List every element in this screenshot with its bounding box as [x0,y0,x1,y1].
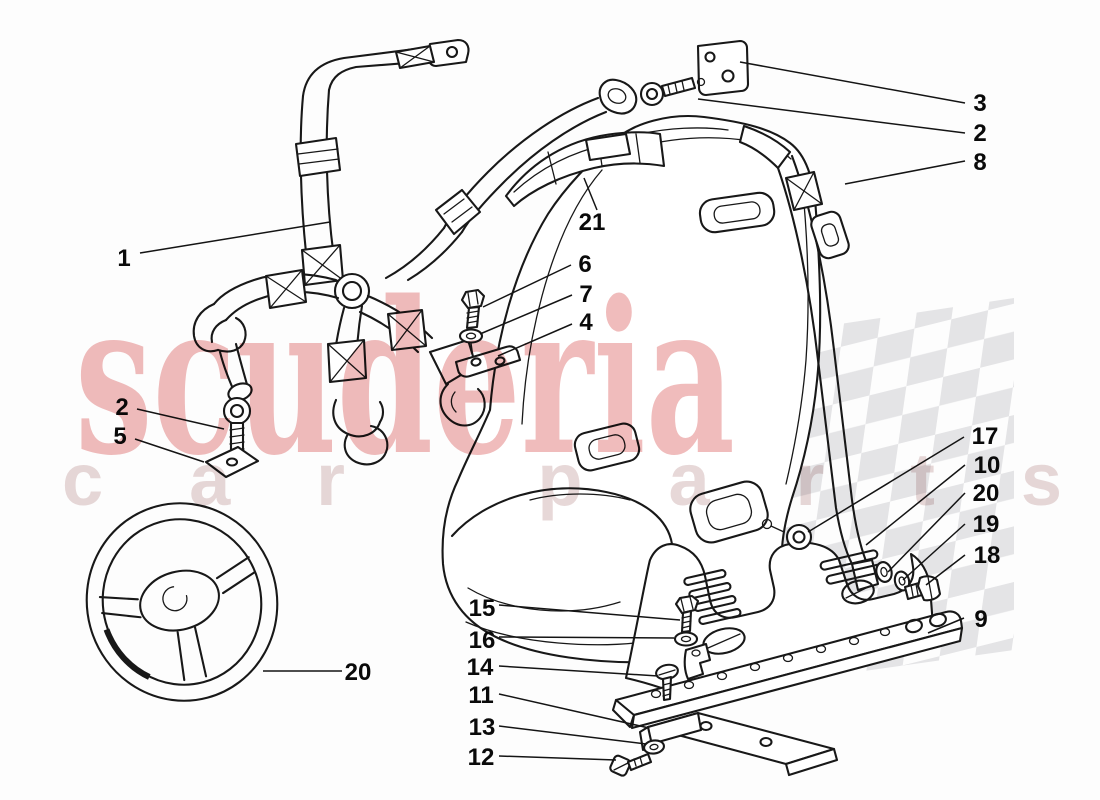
callout-9[interactable]: 9 [974,606,987,633]
callout-5[interactable]: 5 [113,423,126,450]
bolt-15 [674,594,700,634]
callout-1[interactable]: 1 [117,245,130,272]
leader-line-17 [807,436,965,533]
leader-line-12 [498,755,617,761]
seat-shoulder-slot [698,191,776,234]
leader-line-19 [902,523,966,581]
callout-11[interactable]: 11 [468,682,493,709]
callout-17[interactable]: 17 [972,423,999,450]
callout-12[interactable]: 12 [468,744,495,771]
leader-line-9 [927,617,965,634]
leader-line-15 [498,604,681,621]
seat-right-slot [689,480,769,544]
leader-line-14 [498,665,659,677]
leader-line-2 [136,408,225,430]
callout-13[interactable]: 13 [469,714,496,741]
watermark-line2: car parts [62,438,1062,521]
washer-19 [893,570,911,592]
angle-bracket-11 [638,711,839,777]
callout-21[interactable]: 21 [579,209,606,236]
seat-left-slot [573,422,641,472]
side-bracket-10 [624,541,936,706]
callout-2[interactable]: 2 [973,120,986,147]
callout-19[interactable]: 19 [973,511,1000,538]
leader-line-4 [497,323,573,357]
leader-line-16 [498,636,675,639]
leader-line-5 [134,438,205,463]
callout-20[interactable]: 20 [973,480,1000,507]
steering-wheel-drawing [85,502,279,702]
callout-7[interactable]: 7 [579,281,592,308]
bolt-14 [655,663,679,702]
leader-line-11 [498,693,650,729]
shoulder-pad-drawing [504,131,666,208]
callout-18[interactable]: 18 [974,542,1001,569]
leader-line-21 [583,177,598,211]
callout-8[interactable]: 8 [973,149,986,176]
leader-line-3 [739,61,966,104]
leader-line-10 [865,464,966,546]
washer-20 [875,561,893,583]
anchor-bolt-plate-top [639,39,750,107]
callout-6[interactable]: 6 [578,251,591,278]
bolt-18 [903,575,942,602]
seat-drawing [441,115,822,664]
leader-line-20 [887,492,966,573]
watermark-line1: scuderia [75,255,735,502]
callout-4[interactable]: 4 [579,309,593,336]
leader-line-13 [498,725,647,745]
washer-16 [673,631,699,647]
mount-assembly-drawing [609,518,964,777]
callout-15[interactable]: 15 [469,595,496,622]
leader-line-7 [479,294,573,335]
leader-line-18 [925,554,966,586]
callout-3[interactable]: 3 [973,90,986,117]
callout-14[interactable]: 14 [467,654,494,681]
seat-belt-8-drawing [738,124,880,592]
leader-line-6 [482,264,572,308]
eyebolt-plate-25 [204,396,260,479]
callout-20[interactable]: 20 [345,659,372,686]
leader-line-1 [139,221,331,254]
callout-16[interactable]: 16 [469,627,496,654]
callout-10[interactable]: 10 [974,452,1001,479]
seat-rail-9 [611,610,964,730]
leader-line-8 [844,160,966,185]
harness-drawing [192,38,638,466]
callout-2[interactable]: 2 [115,394,128,421]
washer-13 [643,739,665,755]
bracket-foot [683,642,712,681]
spacer-17 [761,518,813,551]
leader-line-2 [697,98,966,134]
